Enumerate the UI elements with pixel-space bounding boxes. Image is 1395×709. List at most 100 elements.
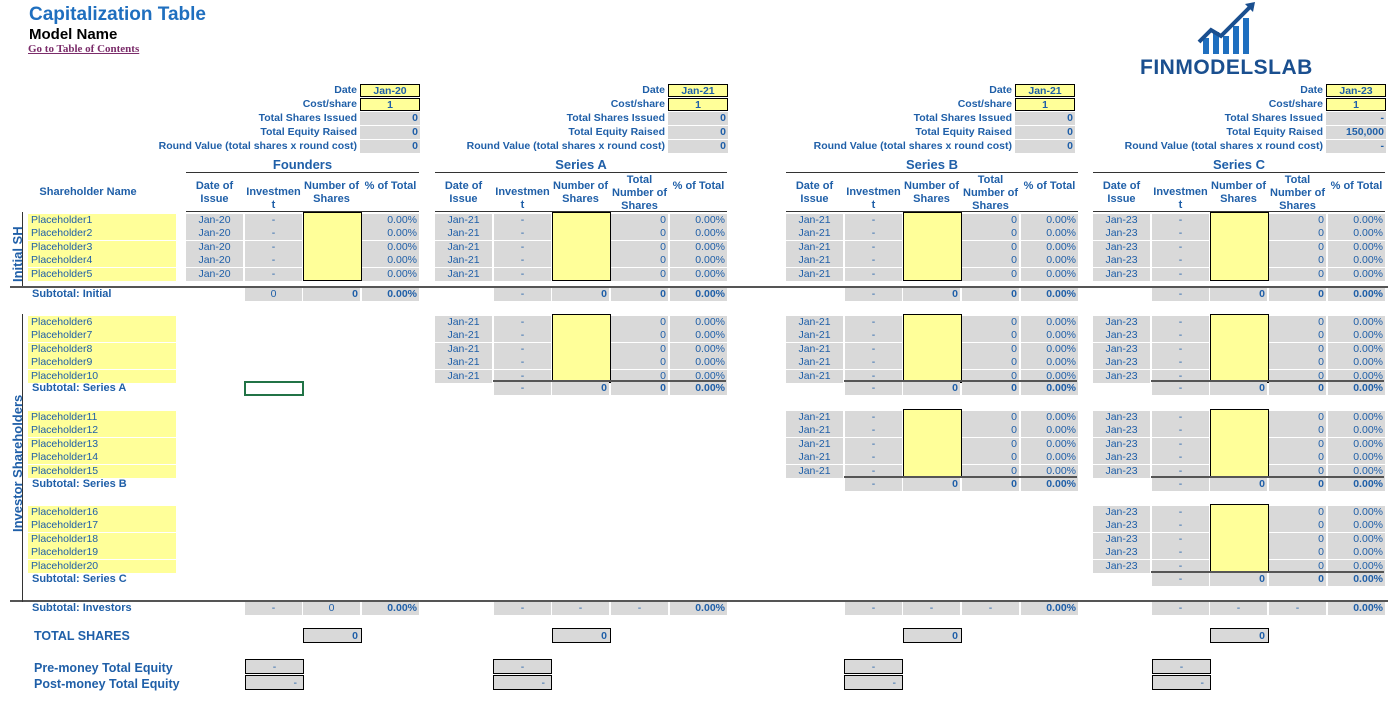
shareholder-name-cell[interactable]: Placeholder4 (28, 254, 176, 268)
shareholder-name-cell[interactable]: Placeholder8 (28, 342, 176, 356)
pct-total-cell: 0.00% (1328, 214, 1385, 227)
header-underline (186, 211, 419, 212)
number-of-shares-input-block[interactable] (552, 314, 611, 383)
total-number-cell: 0 (1269, 316, 1326, 329)
total-number-cell: 0 (962, 254, 1019, 268)
round-date-input[interactable]: Jan-21 (668, 84, 728, 97)
subtotal-pct: 0.00% (1021, 288, 1078, 301)
total-number-cell: 0 (1269, 267, 1326, 281)
total-number-cell: 0 (1269, 369, 1326, 383)
subtotal-total: 0 (611, 382, 668, 395)
issue-date-cell: Jan-23 (1093, 451, 1150, 465)
pct-total-cell: 0.00% (362, 267, 419, 281)
number-of-shares-input-block[interactable] (1210, 212, 1269, 281)
pct-total-header: % of Total (1023, 180, 1076, 192)
pct-total-cell: 0.00% (1328, 329, 1385, 343)
shareholder-name-cell[interactable]: Placeholder3 (28, 240, 176, 254)
shareholder-name-cell[interactable]: Placeholder13 (28, 437, 176, 451)
investment-cell: - (494, 342, 551, 356)
investment-cell: - (1152, 369, 1209, 383)
total-number-cell: 0 (1269, 424, 1326, 438)
number-of-shares-input-block[interactable] (552, 212, 611, 281)
shareholder-name-cell[interactable]: Placeholder11 (28, 411, 176, 424)
investment-cell: - (1152, 546, 1209, 560)
shareholder-name-cell[interactable]: Placeholder5 (28, 267, 176, 281)
investment-cell: - (1152, 214, 1209, 227)
shareholder-name-cell[interactable]: Placeholder18 (28, 532, 176, 546)
investors-investment: - (494, 602, 551, 615)
investors-total: - (962, 602, 1019, 615)
investment-cell: - (1152, 227, 1209, 241)
round-date-input[interactable]: Jan-20 (360, 84, 420, 97)
issue-date-cell: Jan-21 (435, 240, 492, 254)
pct-total-cell: 0.00% (1021, 356, 1078, 370)
issue-date-cell: Jan-21 (435, 254, 492, 268)
round-issued-label: Total Shares Issued (1224, 112, 1323, 124)
number-of-shares-input-block[interactable] (903, 212, 962, 281)
round-section-title: Founders (272, 157, 333, 172)
shareholder-name-cell[interactable]: Placeholder7 (28, 329, 176, 343)
investment-cell: - (845, 424, 902, 438)
shareholder-name-cell[interactable]: Placeholder14 (28, 451, 176, 465)
shareholder-name-cell[interactable]: Placeholder19 (28, 546, 176, 560)
issue-date-cell: Jan-21 (786, 342, 843, 356)
section-divider (1093, 172, 1385, 173)
toc-link[interactable]: Go to Table of Contents (28, 43, 140, 55)
investment-cell: - (245, 240, 302, 254)
total-number-cell: 0 (611, 329, 668, 343)
issue-date-cell: Jan-21 (435, 227, 492, 241)
total-number-cell: 0 (962, 411, 1019, 424)
pct-total-cell: 0.00% (362, 240, 419, 254)
round-cost-input[interactable]: 1 (668, 98, 728, 111)
number-of-shares-input-block[interactable] (1210, 409, 1269, 478)
issue-date-cell: Jan-21 (435, 267, 492, 281)
active-cell-selection[interactable] (244, 381, 304, 396)
shareholder-name-cell[interactable]: Placeholder6 (28, 316, 176, 329)
round-issued-label: Total Shares Issued (913, 112, 1012, 124)
round-date-input[interactable]: Jan-21 (1015, 84, 1075, 97)
model-name: Model Name (29, 26, 118, 43)
total-number-cell: 0 (1269, 437, 1326, 451)
shareholder-name-cell[interactable]: Placeholder15 (28, 464, 176, 478)
pct-total-cell: 0.00% (362, 254, 419, 268)
round-date-label: Date (334, 84, 357, 96)
investment-cell: - (1152, 424, 1209, 438)
subtotal-shares: 0 (903, 478, 960, 491)
finmodelslab-logo: FINMODELSLAB (1140, 2, 1330, 80)
shareholder-name-cell[interactable]: Placeholder1 (28, 214, 176, 227)
subtotal-pct: 0.00% (362, 288, 419, 301)
total-number-cell: 0 (611, 254, 668, 268)
initial-bracket (22, 212, 23, 286)
round-cost-input[interactable]: 1 (1015, 98, 1075, 111)
pre-money-value: - (844, 659, 903, 674)
shareholder-name-cell[interactable]: Placeholder10 (28, 369, 176, 383)
investment-cell: - (845, 240, 902, 254)
number-of-shares-input-block[interactable] (903, 409, 962, 478)
pct-total-cell: 0.00% (1328, 546, 1385, 560)
round-cost-input[interactable]: 1 (360, 98, 420, 111)
number-of-shares-input-block[interactable] (1210, 504, 1269, 573)
investment-cell: - (1152, 254, 1209, 268)
round-date-input[interactable]: Jan-23 (1326, 84, 1386, 97)
pct-total-cell: 0.00% (670, 254, 727, 268)
subtotal-total: 0 (1269, 478, 1326, 491)
subtotal-series-b-label: Subtotal: Series B (32, 478, 127, 490)
round-cost-input[interactable]: 1 (1326, 98, 1386, 111)
shareholder-name-cell[interactable]: Placeholder9 (28, 356, 176, 370)
number-of-shares-input-block[interactable] (303, 212, 362, 281)
number-of-shares-input-block[interactable] (1210, 314, 1269, 383)
number-of-shares-input-block[interactable] (903, 314, 962, 383)
round-section-title: Series A (555, 157, 607, 172)
round-value: 0 (1015, 140, 1075, 153)
round-date-label: Date (642, 84, 665, 96)
post-money-label: Post-money Total Equity (34, 677, 180, 691)
shareholder-name-cell[interactable]: Placeholder2 (28, 227, 176, 241)
shareholder-name-cell[interactable]: Placeholder20 (28, 559, 176, 573)
shareholder-name-cell[interactable]: Placeholder16 (28, 506, 176, 519)
shareholder-name-cell[interactable]: Placeholder17 (28, 519, 176, 533)
shareholder-name-cell[interactable]: Placeholder12 (28, 424, 176, 438)
total-number-cell: 0 (611, 240, 668, 254)
investors-investment: - (1152, 602, 1209, 615)
investors-shares: 0 (303, 602, 360, 615)
investment-cell: - (1152, 506, 1209, 519)
